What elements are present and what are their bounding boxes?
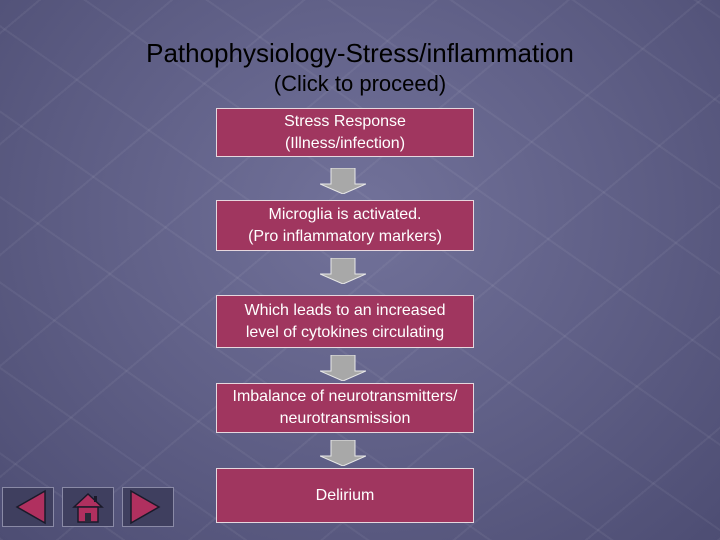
down-arrow-icon <box>320 440 366 466</box>
down-arrow-icon <box>320 355 366 381</box>
flow-step-cytokines[interactable]: Which leads to an increased level of cyt… <box>216 295 474 348</box>
next-slide-button[interactable] <box>122 487 174 527</box>
home-button[interactable] <box>62 487 114 527</box>
flow-step-line: Imbalance of neurotransmitters/ <box>232 388 458 405</box>
flow-step-line: Stress Response <box>284 112 406 130</box>
previous-slide-button[interactable] <box>2 487 54 527</box>
flow-step-line: Delirium <box>315 486 375 504</box>
flow-step-line: (Illness/infection) <box>284 134 406 152</box>
flow-step-microglia[interactable]: Microglia is activated. (Pro inflammator… <box>216 200 474 251</box>
flow-step-line: Microglia is activated. <box>268 205 422 223</box>
flow-step-delirium[interactable]: Delirium <box>216 468 474 523</box>
flow-step-line: neurotransmission <box>279 410 411 427</box>
triangle-left-icon <box>15 489 46 525</box>
triangle-right-icon <box>130 489 161 525</box>
flow-step-line: level of cytokines circulating <box>245 323 445 341</box>
home-icon <box>72 492 104 523</box>
flow-step-line: Which leads to an increased <box>244 301 446 319</box>
slide-subtitle[interactable]: (Click to proceed) <box>273 71 447 96</box>
flow-step-line: (Pro inflammatory markers) <box>248 227 442 245</box>
flow-step-stress-response[interactable]: Stress Response (Illness/infection) <box>216 108 474 157</box>
down-arrow-icon <box>320 168 366 194</box>
flow-step-neurotransmitters[interactable]: Imbalance of neurotransmitters/ neurotra… <box>216 383 474 433</box>
down-arrow-icon <box>320 258 366 284</box>
slide-title: Pathophysiology-Stress/inflammation <box>146 38 574 68</box>
